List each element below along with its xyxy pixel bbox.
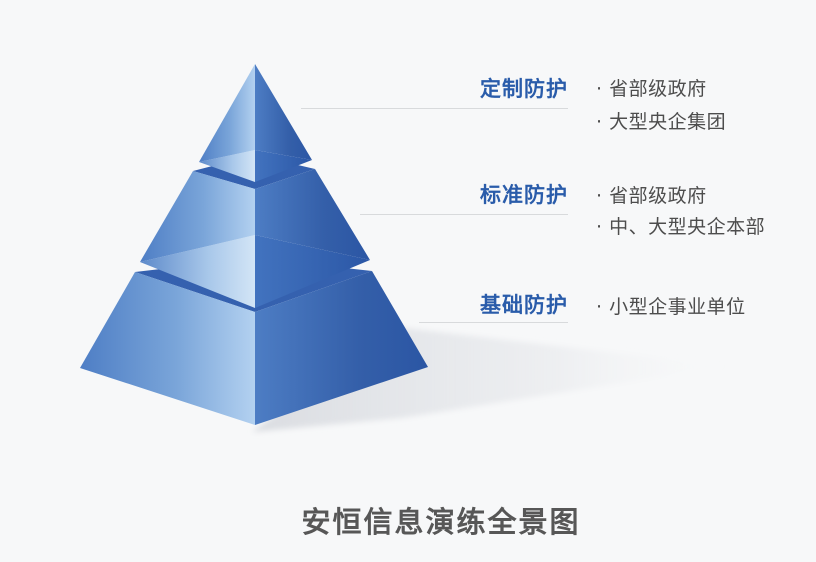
- tier1-item: · 省部级政府: [596, 78, 707, 100]
- tier2-items: · 省部级政府 · 中、大型央企本部: [596, 181, 765, 243]
- diagram-title: 安恒信息演练全景图: [301, 505, 581, 539]
- tier1-right-face: [255, 64, 312, 160]
- tier1-inner-left: [199, 150, 255, 182]
- tier1-item: · 大型央企集团: [596, 111, 727, 133]
- tier3-label: 基础防护: [480, 293, 568, 317]
- tier1-connector-line: [301, 108, 568, 109]
- tier2-inner-left: [140, 235, 255, 308]
- tier3-item: · 小型企事业单位: [596, 296, 746, 318]
- tier2-connector-line: [360, 214, 568, 215]
- tier2-inner-right: [255, 235, 370, 308]
- tier1-label: 定制防护: [480, 77, 568, 101]
- tier2-item: · 省部级政府: [596, 185, 707, 207]
- tier2-label: 标准防护: [480, 183, 568, 207]
- tier3-connector-line: [419, 322, 568, 323]
- tier3-left-face: [80, 272, 255, 425]
- tier2-right-face: [255, 169, 370, 260]
- tier1-left-face: [199, 64, 255, 162]
- tier1-inner-right: [255, 150, 312, 182]
- tier2-item: · 中、大型央企本部: [596, 216, 766, 238]
- tier2-left-face: [140, 171, 255, 262]
- tier1-items: · 省部级政府 · 大型央企集团: [596, 73, 726, 139]
- tier3-right-face: [255, 271, 428, 425]
- tier3-items: · 小型企事业单位: [596, 293, 746, 322]
